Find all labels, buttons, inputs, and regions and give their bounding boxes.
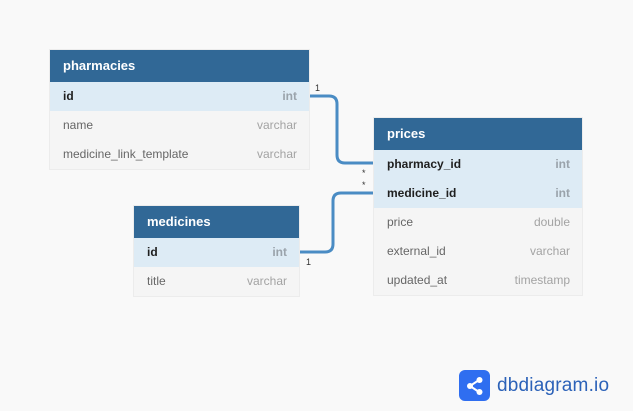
field-name: id — [147, 245, 158, 259]
field-type: varchar — [256, 118, 297, 132]
table-prices[interactable]: prices pharmacy_id int medicine_id int p… — [374, 118, 582, 295]
field-name: medicine_link_template — [63, 147, 189, 161]
brand-name: dbdiagram.io — [497, 374, 610, 396]
field-row-title[interactable]: title varchar — [134, 267, 299, 296]
share-nodes-icon — [459, 370, 490, 401]
field-row-medicine-id[interactable]: medicine_id int — [374, 179, 582, 208]
field-type: int — [555, 186, 570, 200]
table-header-medicines[interactable]: medicines — [134, 206, 299, 238]
field-name: updated_at — [387, 273, 448, 287]
field-type: double — [533, 215, 570, 229]
field-type: int — [555, 157, 570, 171]
field-type: varchar — [529, 244, 570, 258]
field-name: id — [63, 89, 74, 103]
field-name: medicine_id — [387, 186, 457, 200]
field-row-medicine-link-template[interactable]: medicine_link_template varchar — [50, 140, 309, 169]
field-type: varchar — [256, 147, 297, 161]
field-type: timestamp — [514, 273, 570, 287]
link-medicines-prices[interactable] — [299, 191, 374, 254]
field-row-price[interactable]: price double — [374, 208, 582, 237]
table-header-prices[interactable]: prices — [374, 118, 582, 150]
field-type: int — [272, 245, 287, 259]
table-header-pharmacies[interactable]: pharmacies — [50, 50, 309, 82]
card-label-pharmacies-one: 1 — [315, 83, 320, 93]
table-medicines[interactable]: medicines id int title varchar — [134, 206, 299, 296]
field-row-external-id[interactable]: external_id varchar — [374, 237, 582, 266]
brand-logo[interactable]: dbdiagram.io — [459, 370, 609, 401]
field-row-name[interactable]: name varchar — [50, 111, 309, 140]
card-label-prices-many-1: * — [362, 168, 366, 178]
field-name: price — [387, 215, 414, 229]
field-name: title — [147, 274, 166, 288]
link-pharmacies-prices[interactable] — [309, 94, 374, 165]
field-name: pharmacy_id — [387, 157, 462, 171]
field-name: external_id — [387, 244, 446, 258]
card-label-prices-many-2: * — [362, 180, 366, 190]
field-type: int — [282, 89, 297, 103]
field-row-updated-at[interactable]: updated_at timestamp — [374, 266, 582, 295]
field-row-pharmacy-id[interactable]: pharmacy_id int — [374, 150, 582, 179]
field-row-id[interactable]: id int — [50, 82, 309, 111]
field-type: varchar — [246, 274, 287, 288]
card-label-medicines-one: 1 — [306, 257, 311, 267]
table-pharmacies[interactable]: pharmacies id int name varchar medicine_… — [50, 50, 309, 169]
field-row-id[interactable]: id int — [134, 238, 299, 267]
field-name: name — [63, 118, 94, 132]
